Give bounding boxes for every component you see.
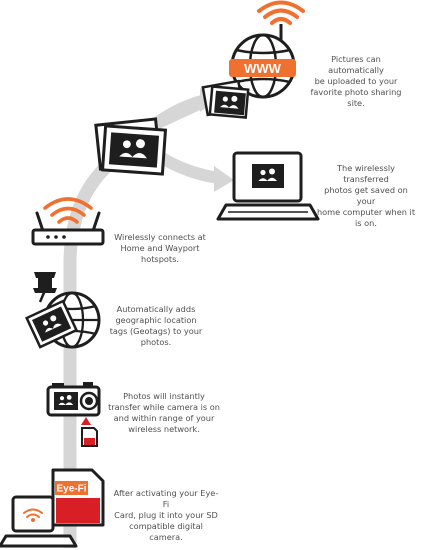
laptop-photo-icon bbox=[216, 151, 320, 221]
wifi-signal-icon bbox=[257, 0, 305, 25]
sd-card-small-icon bbox=[81, 417, 98, 447]
photo-stack-icon bbox=[201, 79, 250, 119]
globe-www-icon: WWW bbox=[229, 33, 296, 99]
eyefi-card-label: Eye-Fi bbox=[56, 484, 86, 495]
caption-geotags: Automatically adds geographic location t… bbox=[109, 304, 203, 347]
wifi-router-icon bbox=[31, 197, 105, 246]
www-label: WWW bbox=[244, 61, 282, 76]
laptop-wifi-icon bbox=[0, 495, 78, 548]
eyefi-card-icon: Eye-Fi bbox=[51, 468, 105, 527]
caption-home-computer: The wirelessly transferred photos get sa… bbox=[316, 163, 416, 228]
camera-icon bbox=[46, 382, 101, 417]
flow-arrowhead-to-computer bbox=[214, 166, 234, 192]
caption-activate: After activating your Eye-Fi Card, plug … bbox=[113, 488, 219, 542]
caption-photo-sharing: Pictures can automatically be uploaded t… bbox=[310, 54, 402, 108]
map-pin-icon bbox=[33, 272, 57, 303]
globe-pin-icon bbox=[25, 272, 101, 349]
photo-transfer-icon bbox=[94, 117, 168, 176]
caption-transfer: Photos will instantly transfer while cam… bbox=[108, 391, 220, 434]
caption-hotspots: Wirelessly connects at Home and Wayport … bbox=[114, 232, 206, 264]
